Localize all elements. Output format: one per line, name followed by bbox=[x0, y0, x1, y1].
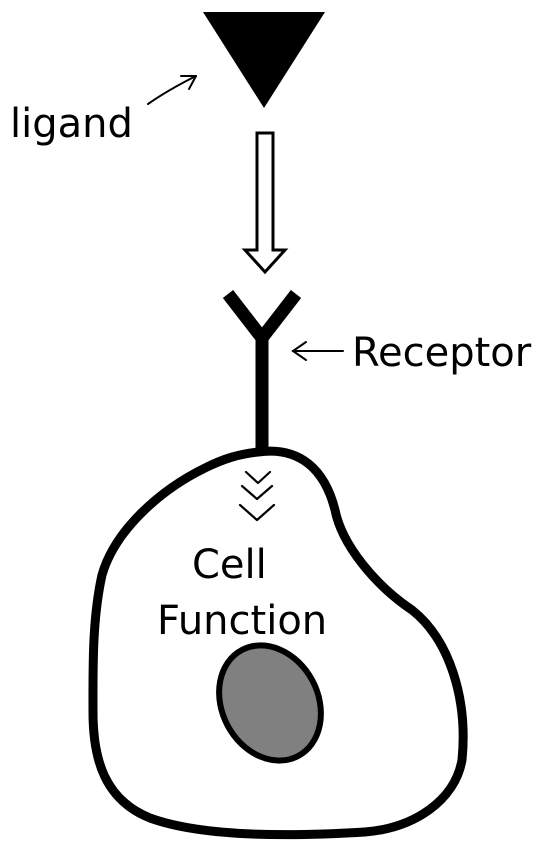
signal-arrow bbox=[245, 133, 285, 272]
receptor-pointer-arrow bbox=[293, 342, 343, 360]
receptor bbox=[228, 294, 296, 452]
receptor-label: Receptor bbox=[352, 330, 532, 376]
ligand-pointer-arrow bbox=[148, 76, 196, 104]
ligand-label: ligand bbox=[10, 101, 133, 147]
ligand-triangle bbox=[203, 12, 325, 108]
cell-function-label-line2: Function bbox=[157, 598, 327, 644]
cell-function-label-line1: Cell bbox=[192, 542, 267, 588]
